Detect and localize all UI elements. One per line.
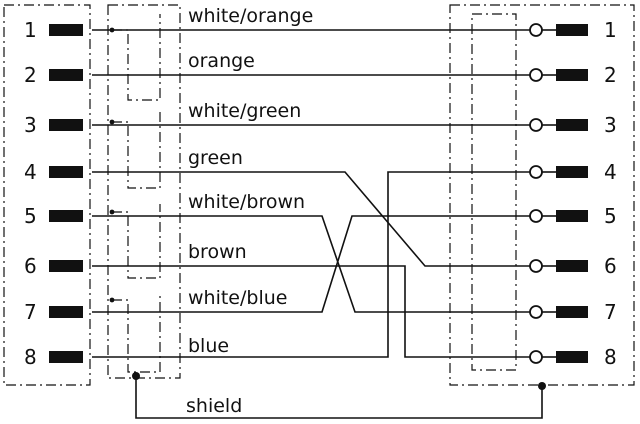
right-socket <box>529 305 543 319</box>
junction-dot <box>109 119 115 125</box>
right-pin-group: 1 2 3 4 5 6 7 8 <box>529 18 617 369</box>
right-pin-number: 5 <box>604 204 617 228</box>
junction-dots <box>109 27 115 303</box>
twisted-pair-marker <box>112 296 161 373</box>
left-pin-group: 1 2 3 4 5 6 7 8 <box>24 18 83 369</box>
right-pin-contact <box>556 210 588 222</box>
wire-label: brown <box>188 241 247 263</box>
twisted-pair-marker <box>112 112 161 189</box>
wire-label: white/brown <box>188 191 305 213</box>
left-pin-number: 5 <box>24 204 37 228</box>
right-connector-housing <box>449 4 635 386</box>
wire-5-to-7 <box>92 215 530 313</box>
shield-wire <box>135 376 543 419</box>
right-pin-contact <box>556 260 588 272</box>
wire-group <box>92 29 530 358</box>
right-pin-number: 6 <box>604 254 617 278</box>
right-pin-contact <box>556 306 588 318</box>
right-socket <box>529 23 543 37</box>
left-pin-contact <box>49 24 83 36</box>
left-pin-contact <box>49 166 83 178</box>
right-pin-contact <box>556 69 588 81</box>
left-pin-contact <box>49 69 83 81</box>
wire-8-to-4 <box>92 171 530 358</box>
left-pin-contact <box>49 210 83 222</box>
wire-7-to-5 <box>92 215 530 313</box>
right-pin-contact <box>556 166 588 178</box>
left-pin-number: 7 <box>24 300 37 324</box>
junction-dot <box>109 209 115 215</box>
wire-label: white/green <box>188 100 301 122</box>
left-pin-contact <box>49 119 83 131</box>
right-socket <box>529 350 543 364</box>
right-pin-number: 2 <box>604 63 617 87</box>
right-pin-number: 4 <box>604 160 617 184</box>
left-pin-contact <box>49 260 83 272</box>
right-pin-number: 3 <box>604 113 617 137</box>
twisted-pair-marker <box>112 14 161 101</box>
wire-4-to-6 <box>92 171 530 267</box>
cable-shield-outline <box>107 4 181 379</box>
shield-junction-right <box>538 382 546 390</box>
right-socket <box>529 68 543 82</box>
junction-dot <box>109 27 115 33</box>
right-socket <box>529 118 543 132</box>
left-pin-number: 8 <box>24 345 37 369</box>
right-socket <box>529 259 543 273</box>
wire-label: blue <box>188 335 229 357</box>
wire-6-to-8-segment <box>92 265 530 358</box>
left-pin-number: 4 <box>24 160 37 184</box>
right-pin-number: 7 <box>604 300 617 324</box>
twisted-pair-marker <box>112 204 161 279</box>
right-pin-contact <box>556 24 588 36</box>
wire-label: orange <box>188 50 255 72</box>
left-pin-number: 3 <box>24 113 37 137</box>
right-pin-number: 8 <box>604 345 617 369</box>
right-connector-inner-outline <box>471 13 517 371</box>
wire-label: green <box>188 147 243 169</box>
left-pin-number: 6 <box>24 254 37 278</box>
left-pin-number: 1 <box>24 18 37 42</box>
wire-label: white/blue <box>188 287 287 309</box>
shield-label: shield <box>186 395 242 417</box>
right-pin-number: 1 <box>604 18 617 42</box>
left-pin-contact <box>49 351 83 363</box>
junction-dot <box>109 297 115 303</box>
twisted-pair-markers <box>112 14 161 373</box>
left-pin-contact <box>49 306 83 318</box>
wire-label: white/orange <box>188 5 313 27</box>
left-pin-number: 2 <box>24 63 37 87</box>
right-pin-contact <box>556 119 588 131</box>
right-socket <box>529 165 543 179</box>
shield-junction-left <box>132 372 140 380</box>
left-connector-housing <box>3 4 91 386</box>
right-socket <box>529 209 543 223</box>
wire-labels: white/orange orange white/green green wh… <box>186 5 313 417</box>
right-pin-contact <box>556 351 588 363</box>
